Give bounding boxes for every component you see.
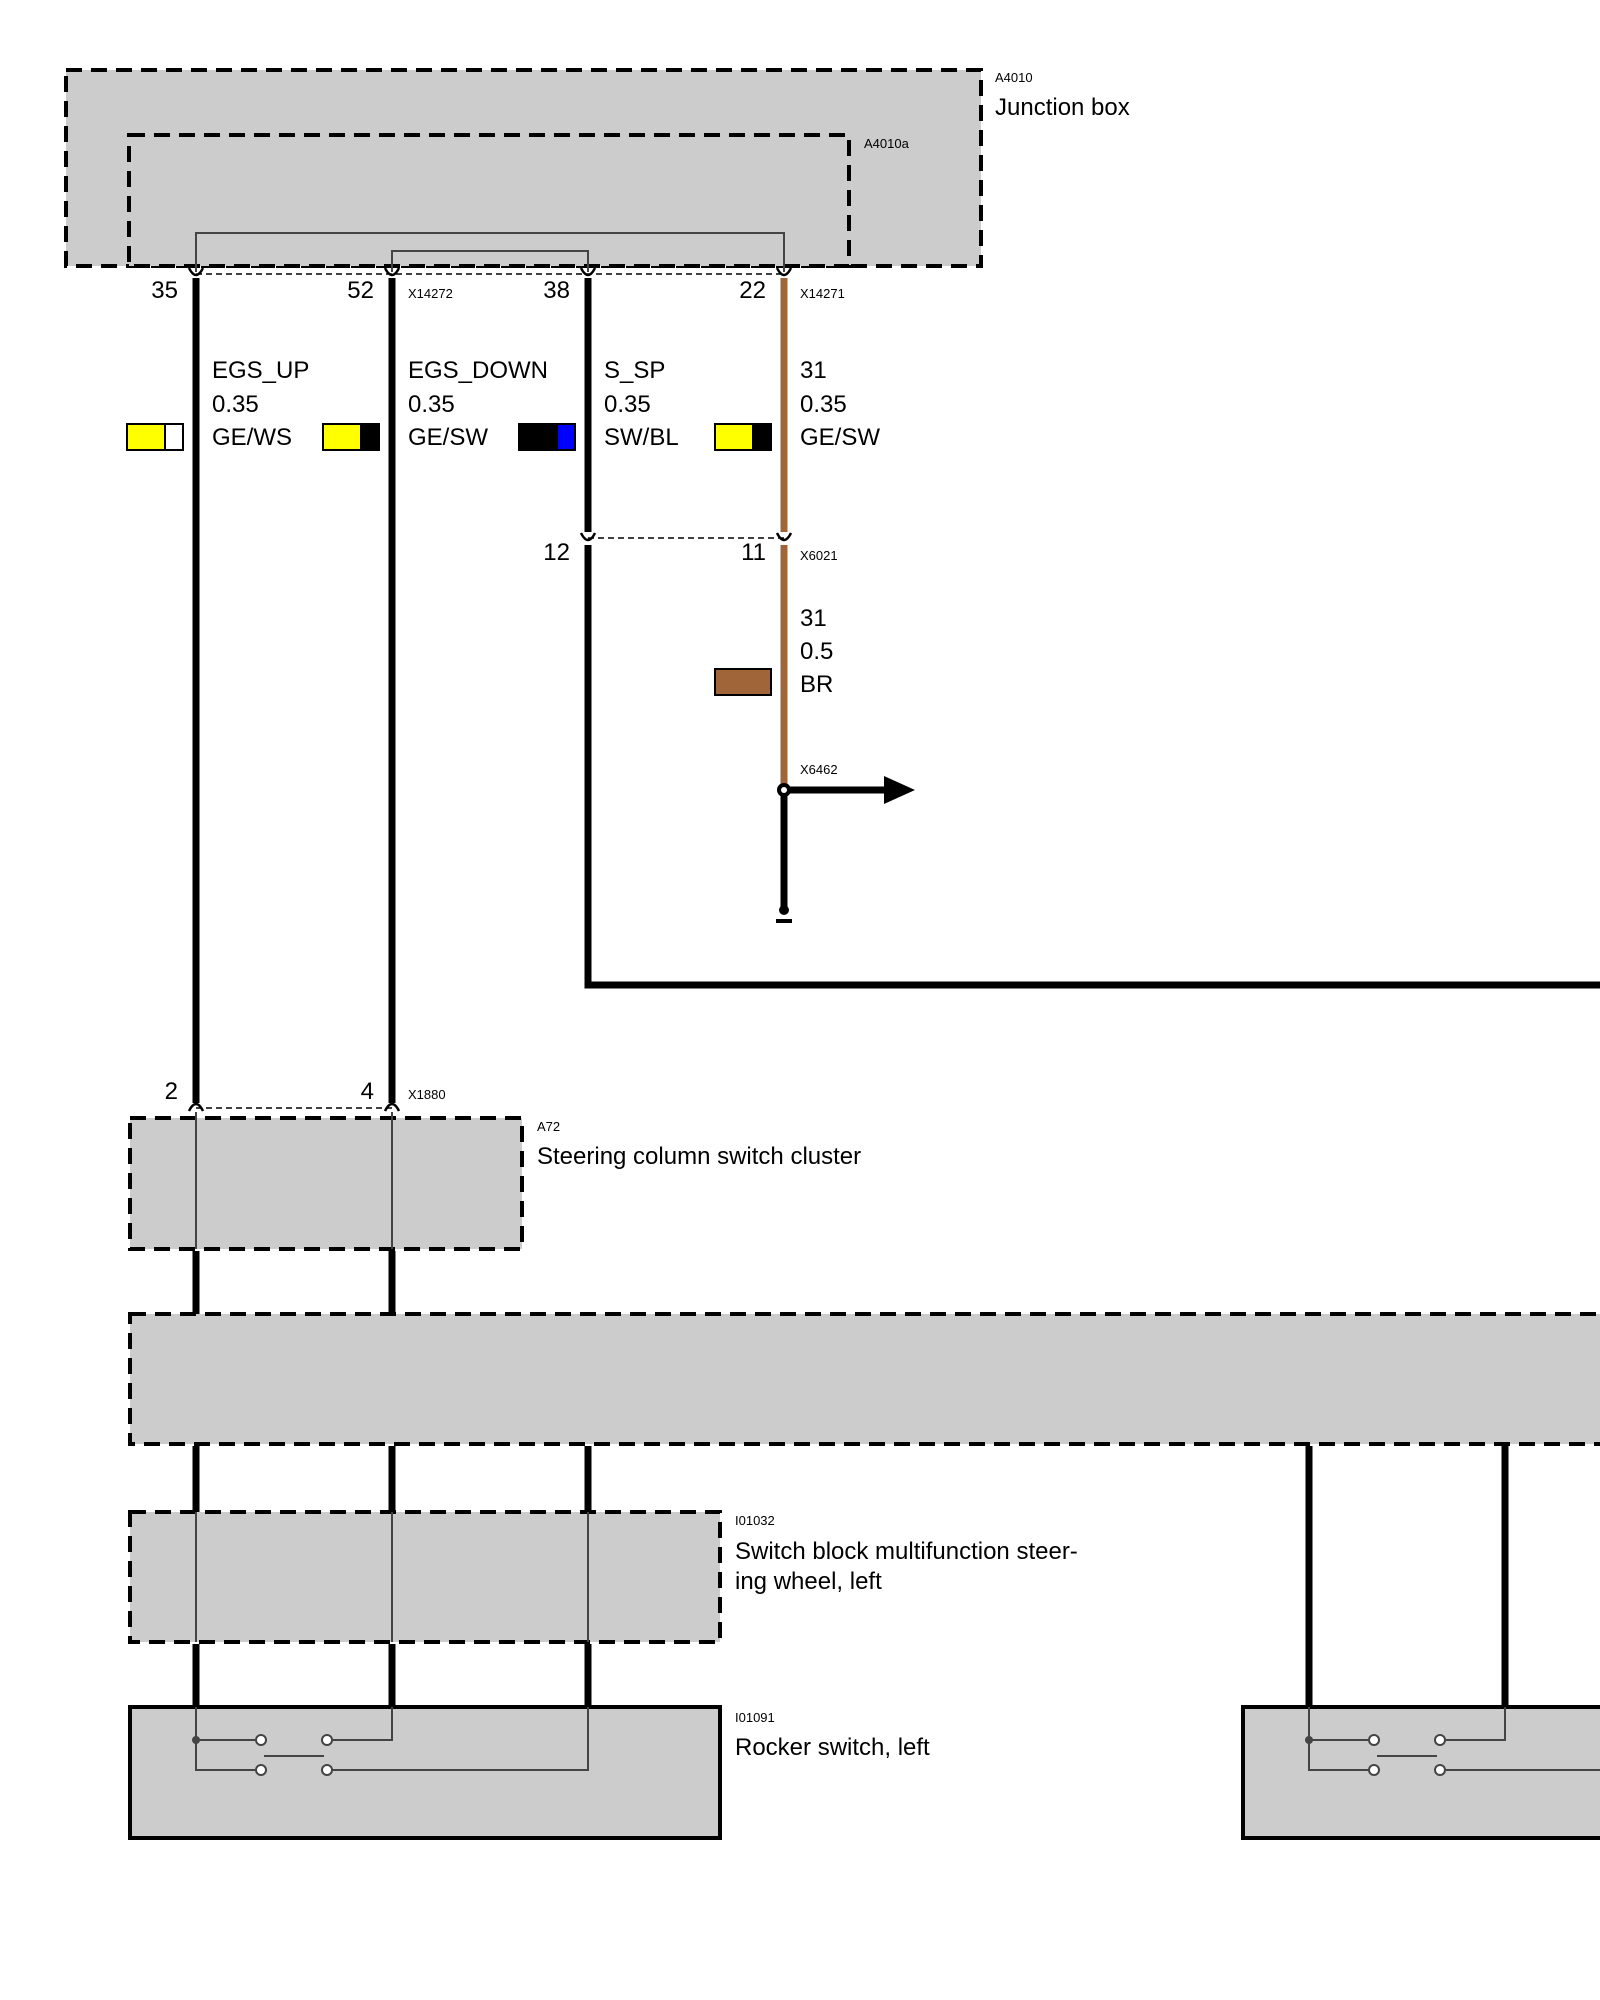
connector-x14272: X14272 [408, 286, 453, 301]
rocker-switch-label: Rocker switch, left [735, 1734, 930, 1761]
pin-hooks [187, 267, 793, 1112]
wire-label-egs-down: EGS_DOWN 0.35 GE/SW [322, 357, 548, 451]
pin-38: 38 [543, 277, 570, 304]
steering-column-code: A72 [537, 1119, 560, 1134]
svg-text:31: 31 [800, 357, 827, 384]
svg-text:S_SP: S_SP [604, 357, 665, 384]
svg-text:0.5: 0.5 [800, 638, 833, 665]
switch-block-mfl-left[interactable] [128, 1510, 722, 1644]
svg-text:GE/WS: GE/WS [212, 424, 292, 451]
connector-x6462: X6462 [800, 762, 838, 777]
swatch-ge-ws-b [164, 423, 184, 451]
pin-2: 2 [165, 1078, 178, 1105]
connector-x6021: X6021 [800, 548, 838, 563]
rocker-switch-right-contacts-icon [1308, 1707, 1600, 1776]
svg-text:GE/SW: GE/SW [408, 424, 488, 451]
connector-x1880: X1880 [408, 1087, 446, 1102]
swatch-ge-sw-b [360, 423, 380, 451]
pin-4: 4 [361, 1078, 374, 1105]
svg-text:0.35: 0.35 [212, 391, 259, 418]
rocker-junction-dot [192, 1736, 200, 1744]
wire-label-s-sp: S_SP 0.35 SW/BL [518, 357, 679, 451]
swatch-br [714, 668, 772, 696]
svg-text:31: 31 [800, 605, 827, 632]
wire-label-egs-up: EGS_UP 0.35 GE/WS [126, 357, 309, 451]
svg-text:EGS_DOWN: EGS_DOWN [408, 357, 548, 384]
rocker-switch-left[interactable] [128, 1705, 722, 1840]
junction-box-code: A4010 [995, 70, 1033, 85]
internal-bridge-outer [195, 232, 785, 272]
connector-x14271: X14271 [800, 286, 845, 301]
pin-35: 35 [151, 277, 178, 304]
pin-22: 22 [739, 277, 766, 304]
rocker-switch-right[interactable] [1241, 1705, 1600, 1840]
wire-label-31-upper: 31 0.35 GE/SW [714, 357, 880, 451]
splice-dot-inner [781, 787, 787, 793]
switch-block-label-line1: Switch block multifunction steer- [735, 1538, 1078, 1565]
swatch-ge-ws-a [126, 423, 166, 451]
svg-text:SW/BL: SW/BL [604, 424, 679, 451]
svg-text:GE/SW: GE/SW [800, 424, 880, 451]
svg-text:0.35: 0.35 [800, 391, 847, 418]
arrow-right-icon[interactable] [884, 776, 915, 804]
svg-text:0.35: 0.35 [604, 391, 651, 418]
steering-column-label: Steering column switch cluster [537, 1143, 861, 1170]
rocker-switch-code: I01091 [735, 1710, 775, 1725]
swatch-sw-bl-b [556, 423, 576, 451]
rocker-right-junction-dot [1305, 1736, 1313, 1744]
wire-label-31-lower: 31 0.5 BR [714, 605, 833, 698]
wire-s-sp-lower[interactable] [584, 545, 1600, 989]
junction-box-sub[interactable] [127, 133, 851, 268]
svg-text:EGS_UP: EGS_UP [212, 357, 309, 384]
rocker-switch-contacts-icon [195, 1707, 589, 1776]
junction-box-label: Junction box [995, 94, 1130, 121]
swatch-sw-bl-a [518, 423, 558, 451]
switch-block-code: I01032 [735, 1513, 775, 1528]
svg-text:BR: BR [800, 671, 833, 698]
steering-column-switch-cluster[interactable] [128, 1116, 524, 1251]
internal-bridge-inner [391, 250, 589, 272]
pin-11: 11 [741, 539, 766, 566]
wide-component-block[interactable] [128, 1312, 1600, 1446]
pin-52: 52 [347, 277, 374, 304]
swatch-ge-sw-a [322, 423, 362, 451]
ground-dot [779, 905, 789, 915]
pin-12: 12 [543, 539, 570, 566]
junction-box-sub-code: A4010a [864, 136, 910, 151]
svg-text:0.35: 0.35 [408, 391, 455, 418]
swatch-ge-sw2-a [714, 423, 754, 451]
swatch-ge-sw2-b [752, 423, 772, 451]
switch-block-label-line2: ing wheel, left [735, 1568, 882, 1595]
